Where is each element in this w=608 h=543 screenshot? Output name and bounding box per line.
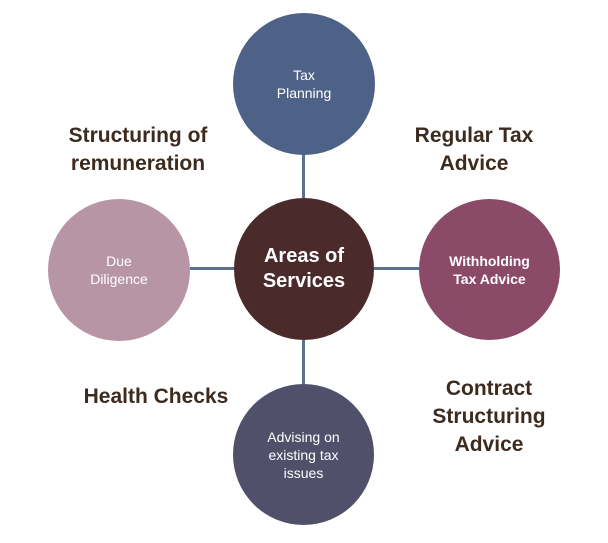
node-advising-existing-tax-issues-label: Advising on existing tax issues [267,428,340,481]
node-tax-planning: Tax Planning [233,13,375,155]
node-tax-planning-label: Tax Planning [276,67,332,101]
node-due-diligence-label: Due Diligence [90,253,148,287]
callout-health-checks: Health Checks [83,385,229,408]
node-withholding-tax-advice: Withholding Tax Advice [419,199,560,340]
callout-structuring-of-remuneration: Structuring of remuneration [68,124,208,175]
node-due-diligence: Due Diligence [48,199,190,341]
connector-left [190,267,235,270]
center-areas-of-services: Areas of Services [234,198,374,340]
callout-contract-structuring-advice: Contract Structuring Advice [432,377,546,456]
connector-bottom [302,340,305,384]
connector-right [374,267,419,270]
node-advising-existing-tax-issues: Advising on existing tax issues [233,384,374,525]
node-withholding-tax-advice-label: Withholding Tax Advice [449,252,530,287]
center-label: Areas of Services [262,245,346,292]
connector-top [302,154,305,198]
callout-regular-tax-advice: Regular Tax Advice [414,124,534,175]
